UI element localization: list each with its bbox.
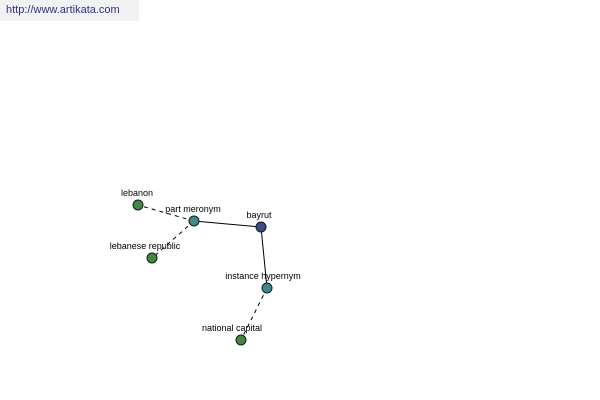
edge-bayrut-instance-hypernym (260, 226, 268, 289)
edge-part-meronym-lebanon (137, 204, 195, 222)
node-bayrut[interactable]: bayrut (246, 210, 272, 233)
node-label-bayrut: bayrut (246, 210, 272, 220)
node-label-part-meronym: part meronym (165, 204, 221, 214)
node-label-instance-hypernym: instance hypernym (225, 271, 301, 281)
edge-bayrut-part-meronym (193, 220, 262, 228)
node-label-lebanese-republic: lebanese republic (110, 241, 181, 251)
graph-nodes: bayrut part meronym instance hypernym leban… (110, 188, 301, 346)
node-label-national-capital: national capital (202, 323, 262, 333)
site-url-watermark: http://www.artikata.com (0, 0, 139, 21)
edge-part-meronym-lebanese-republic (151, 220, 195, 259)
node-national-capital[interactable]: national capital (202, 323, 262, 346)
edge-instance-hypernym-national-capital (240, 287, 268, 341)
node-lebanese-republic[interactable]: lebanese republic (110, 241, 181, 264)
node-circle-instance-hypernym[interactable] (261, 282, 273, 294)
node-circle-part-meronym[interactable] (188, 215, 200, 227)
graph-edges (137, 204, 268, 341)
node-lebanon[interactable]: lebanon (121, 188, 153, 211)
node-label-lebanon: lebanon (121, 188, 153, 198)
node-circle-bayrut[interactable] (255, 221, 267, 233)
node-circle-lebanese-republic[interactable] (146, 252, 158, 264)
node-instance-hypernym[interactable]: instance hypernym (225, 271, 301, 294)
node-circle-national-capital[interactable] (235, 334, 247, 346)
node-circle-lebanon[interactable] (132, 199, 144, 211)
node-part-meronym[interactable]: part meronym (165, 204, 221, 227)
